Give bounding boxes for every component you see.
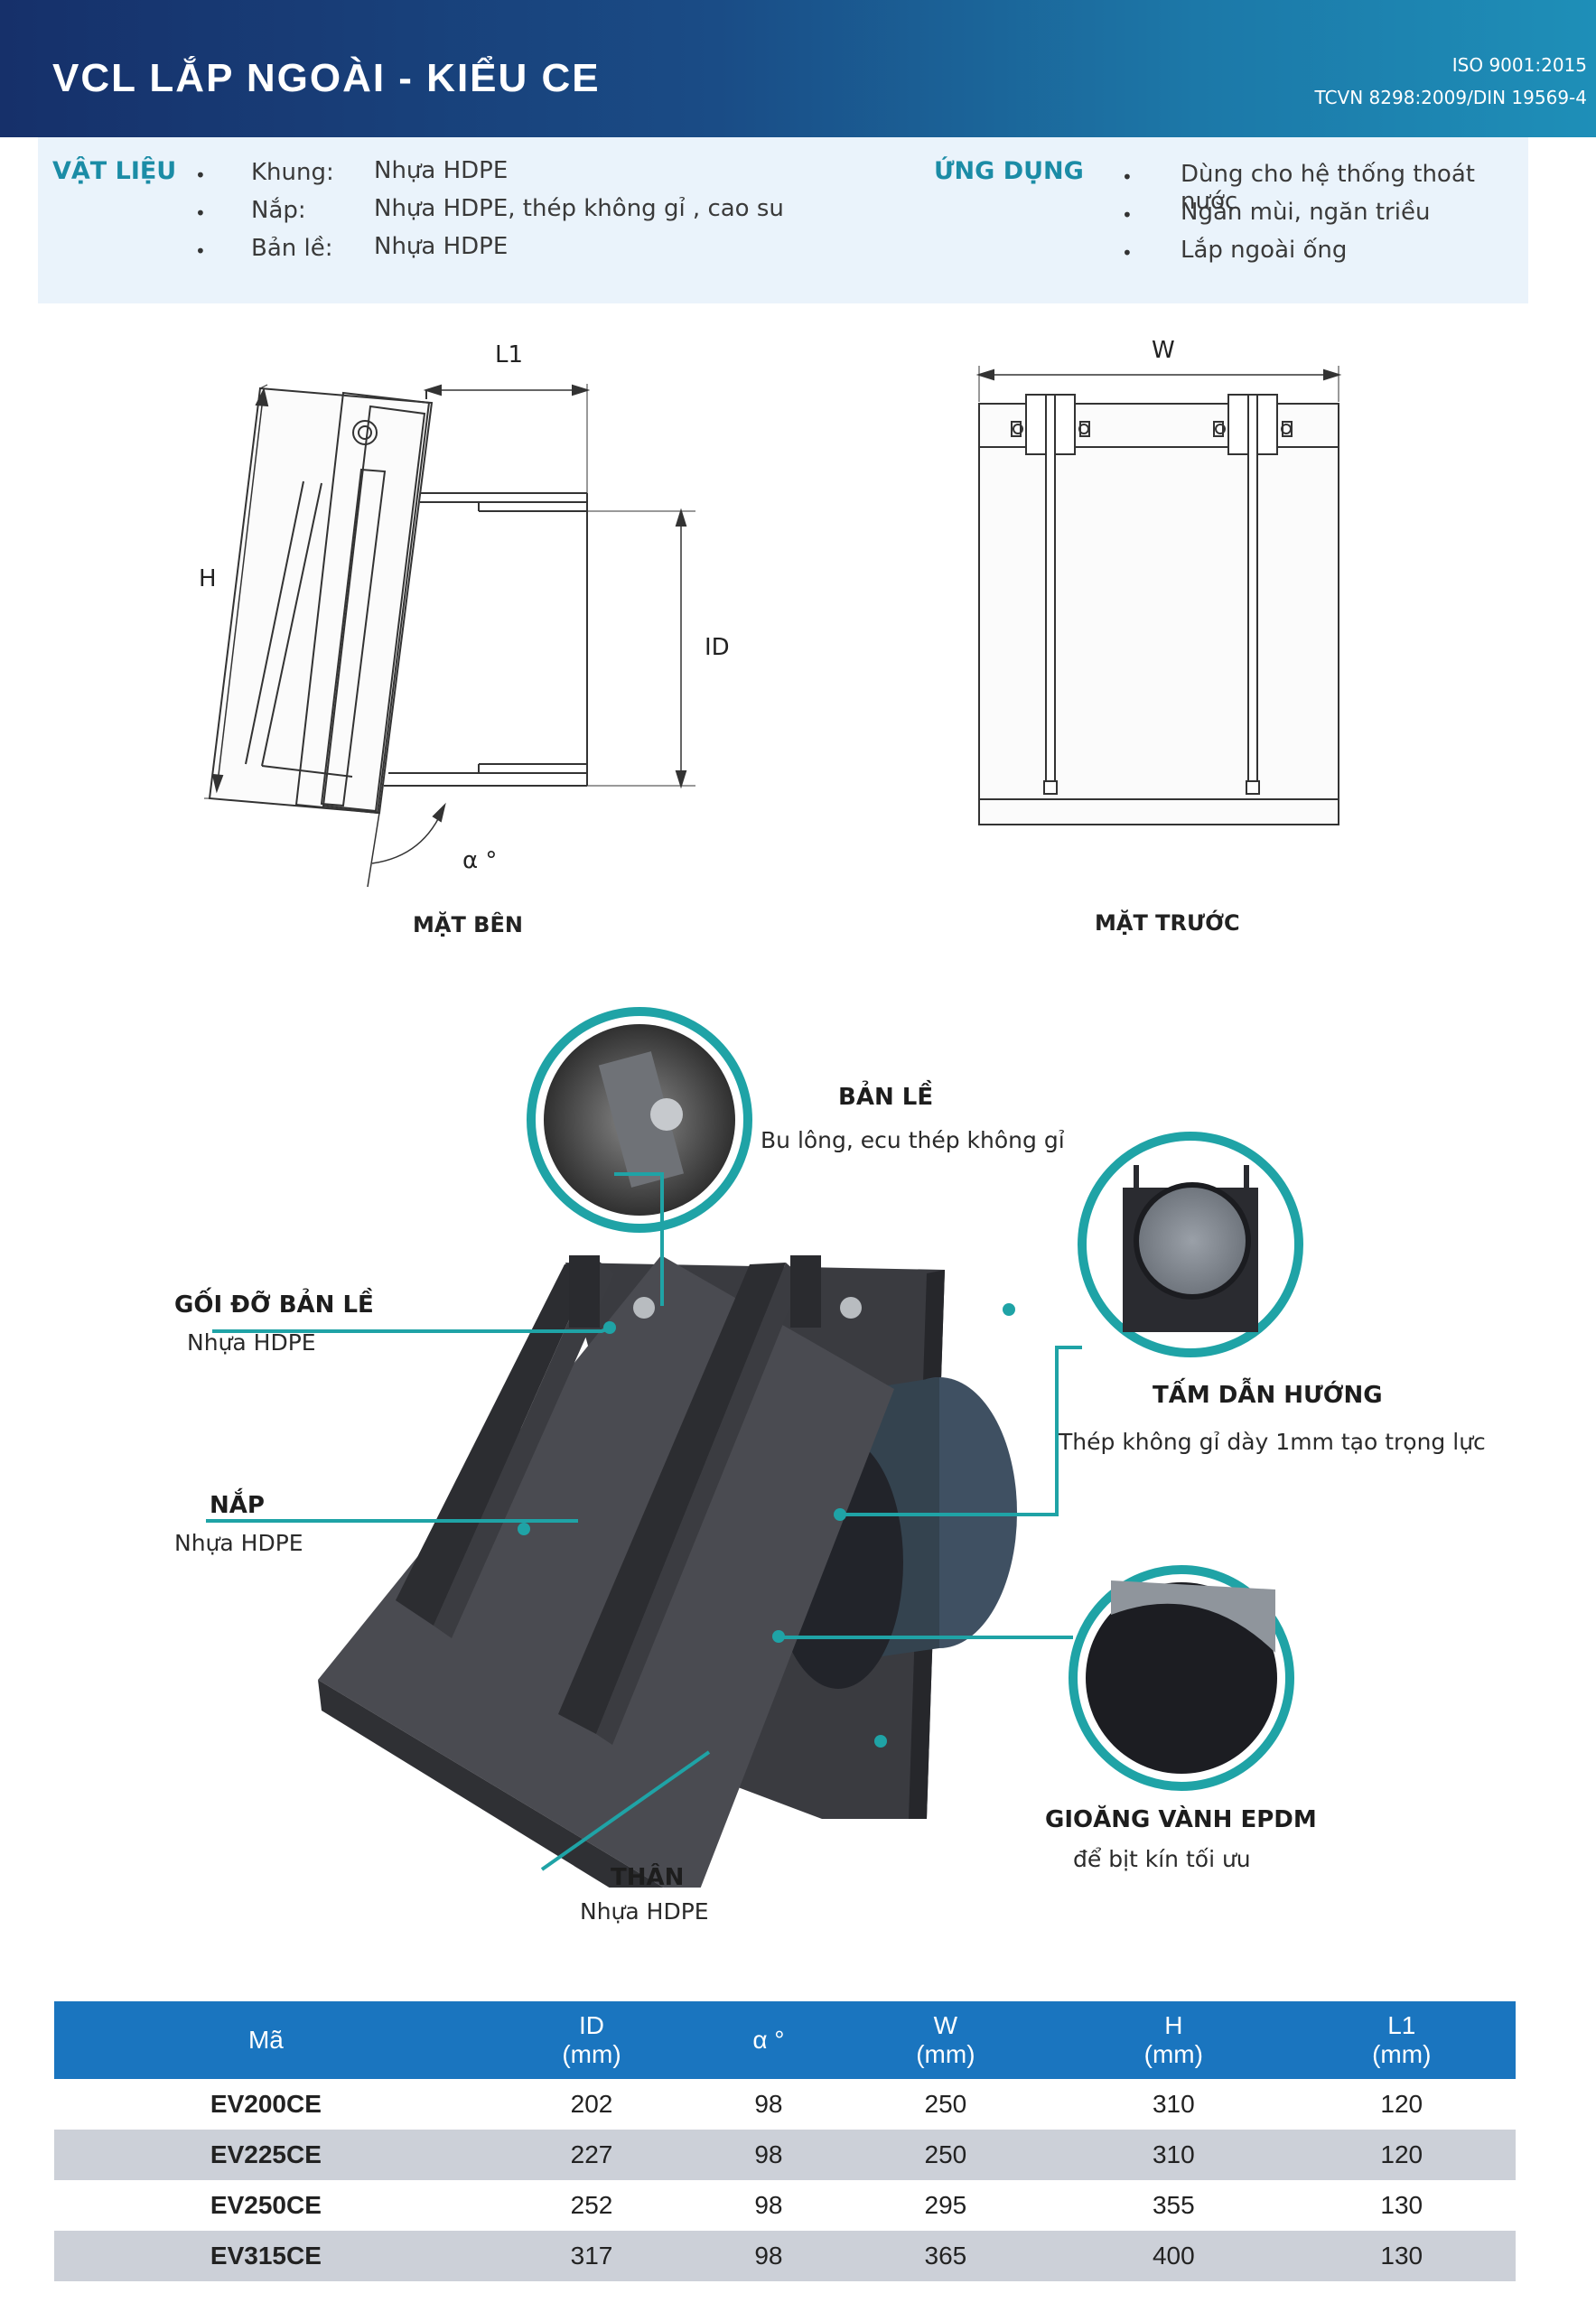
info-panel: VẬT LIỆU • Khung: Nhựa HDPE • Nắp: Nhựa … bbox=[38, 137, 1528, 303]
application-item: Ngăn mùi, ngăn triều bbox=[1181, 199, 1431, 226]
application-item: Dùng cho hệ thống thoát nước bbox=[1181, 161, 1475, 215]
guide-plate-callout-sub: Thép không gỉ dày 1mm tạo trọng lực bbox=[1059, 1429, 1486, 1455]
cell-id: 227 bbox=[477, 2130, 706, 2180]
material-label: Nắp: bbox=[251, 197, 306, 224]
bullet: • bbox=[1122, 242, 1133, 264]
table-row: EV225CE 227 98 250 310 120 bbox=[54, 2130, 1516, 2180]
gasket-detail-circle bbox=[1069, 1565, 1294, 1791]
column-header-alpha: α ° bbox=[705, 2001, 832, 2079]
hinge-support-callout-title: GỐI ĐỠ BẢN LỀ bbox=[174, 1291, 374, 1319]
bullet: • bbox=[195, 240, 206, 262]
cell-w: 295 bbox=[924, 2191, 967, 2219]
dimension-alpha-label: α ° bbox=[462, 847, 498, 874]
cell-h: 355 bbox=[1152, 2191, 1195, 2219]
tcvn-standard: TCVN 8298:2009/DIN 19569-4 bbox=[1314, 87, 1587, 108]
column-header-l1: L1(mm) bbox=[1287, 2001, 1516, 2079]
bullet: • bbox=[1122, 204, 1133, 226]
dimension-w-label: W bbox=[1152, 337, 1175, 364]
front-view-caption: MẶT TRƯỚC bbox=[1095, 910, 1240, 936]
side-view-drawing bbox=[204, 384, 695, 888]
cell-w: 250 bbox=[924, 2090, 967, 2118]
cell-id: 317 bbox=[477, 2231, 706, 2281]
bullet: • bbox=[1122, 166, 1133, 188]
cover-callout-sub: Nhựa HDPE bbox=[174, 1530, 303, 1556]
material-value: Nhựa HDPE, thép không gỉ , cao su bbox=[374, 195, 784, 222]
iso-certification: ISO 9001:2015 bbox=[1451, 54, 1587, 76]
body-callout-title: THÂN bbox=[611, 1864, 685, 1891]
cell-alpha: 98 bbox=[754, 2090, 783, 2118]
cell-w: 250 bbox=[831, 2130, 1060, 2180]
side-view-caption: MẶT BÊN bbox=[413, 912, 523, 937]
cell-code: EV250CE bbox=[210, 2191, 322, 2219]
table-row: EV200CE 202 98 250 310 120 bbox=[54, 2079, 1516, 2130]
hinge-callout-title: BẢN LỀ bbox=[838, 1084, 934, 1111]
hinge-support-callout-sub: Nhựa HDPE bbox=[187, 1329, 316, 1356]
cell-id: 202 bbox=[570, 2090, 613, 2118]
guide-plate-detail-circle bbox=[1078, 1132, 1303, 1357]
bullet: • bbox=[195, 202, 206, 224]
front-view-drawing bbox=[975, 366, 1342, 825]
cell-alpha: 98 bbox=[705, 2231, 832, 2281]
bullet: • bbox=[195, 164, 206, 186]
cover-callout-title: NẮP bbox=[210, 1492, 265, 1519]
column-header-code: Mã bbox=[54, 2001, 478, 2079]
cell-alpha: 98 bbox=[705, 2130, 832, 2180]
guide-plate-callout-title: TẤM DẪN HƯỚNG bbox=[1153, 1382, 1383, 1409]
cell-l1: 130 bbox=[1287, 2231, 1516, 2281]
gasket-callout-sub: để bịt kín tối ưu bbox=[1073, 1846, 1251, 1872]
column-header-h: H(mm) bbox=[1059, 2001, 1288, 2079]
hinge-detail-circle bbox=[527, 1007, 752, 1233]
page-title: VCL LẮP NGOÀI - KIỂU CE bbox=[52, 56, 601, 100]
cell-id: 252 bbox=[570, 2191, 613, 2219]
page-header: VCL LẮP NGOÀI - KIỂU CE ISO 9001:2015 TC… bbox=[0, 0, 1596, 137]
dimension-l1-label: L1 bbox=[495, 341, 524, 368]
material-label: Khung: bbox=[251, 159, 334, 186]
cell-l1: 120 bbox=[1287, 2130, 1516, 2180]
gasket-callout-title: GIOĂNG VÀNH EPDM bbox=[1045, 1806, 1317, 1833]
material-value: Nhựa HDPE bbox=[374, 233, 509, 260]
cell-l1: 120 bbox=[1380, 2090, 1423, 2118]
table-row: EV250CE 252 98 295 355 130 bbox=[54, 2180, 1516, 2231]
column-header-w: W(mm) bbox=[831, 2001, 1060, 2079]
spec-table: Mã ID(mm) α ° W(mm) H(mm) L1(mm) EV200CE… bbox=[54, 2001, 1516, 2281]
table-row: EV315CE 317 98 365 400 130 bbox=[54, 2231, 1516, 2281]
cell-l1: 130 bbox=[1380, 2191, 1423, 2219]
application-item: Lắp ngoài ống bbox=[1181, 237, 1348, 264]
cell-w: 365 bbox=[831, 2231, 1060, 2281]
cell-alpha: 98 bbox=[754, 2191, 783, 2219]
cell-h: 310 bbox=[1152, 2090, 1195, 2118]
table-header-row: Mã ID(mm) α ° W(mm) H(mm) L1(mm) bbox=[54, 2001, 1516, 2079]
dimension-id-label: ID bbox=[705, 634, 730, 661]
dimension-h-label: H bbox=[199, 565, 217, 592]
materials-title: VẬT LIỆU bbox=[52, 157, 177, 185]
material-value: Nhựa HDPE bbox=[374, 157, 509, 184]
column-header-id: ID(mm) bbox=[477, 2001, 706, 2079]
cell-code: EV225CE bbox=[54, 2130, 478, 2180]
cell-h: 310 bbox=[1059, 2130, 1288, 2180]
applications-title: ỨNG DỤNG bbox=[934, 157, 1084, 185]
cell-code: EV315CE bbox=[54, 2231, 478, 2281]
material-label: Bản lề: bbox=[251, 235, 333, 262]
product-illustration bbox=[206, 1007, 1303, 1888]
cell-h: 400 bbox=[1059, 2231, 1288, 2281]
body-callout-sub: Nhựa HDPE bbox=[580, 1898, 709, 1925]
hinge-callout-sub: Bu lông, ecu thép không gỉ bbox=[761, 1127, 1065, 1153]
cell-code: EV200CE bbox=[210, 2090, 322, 2118]
